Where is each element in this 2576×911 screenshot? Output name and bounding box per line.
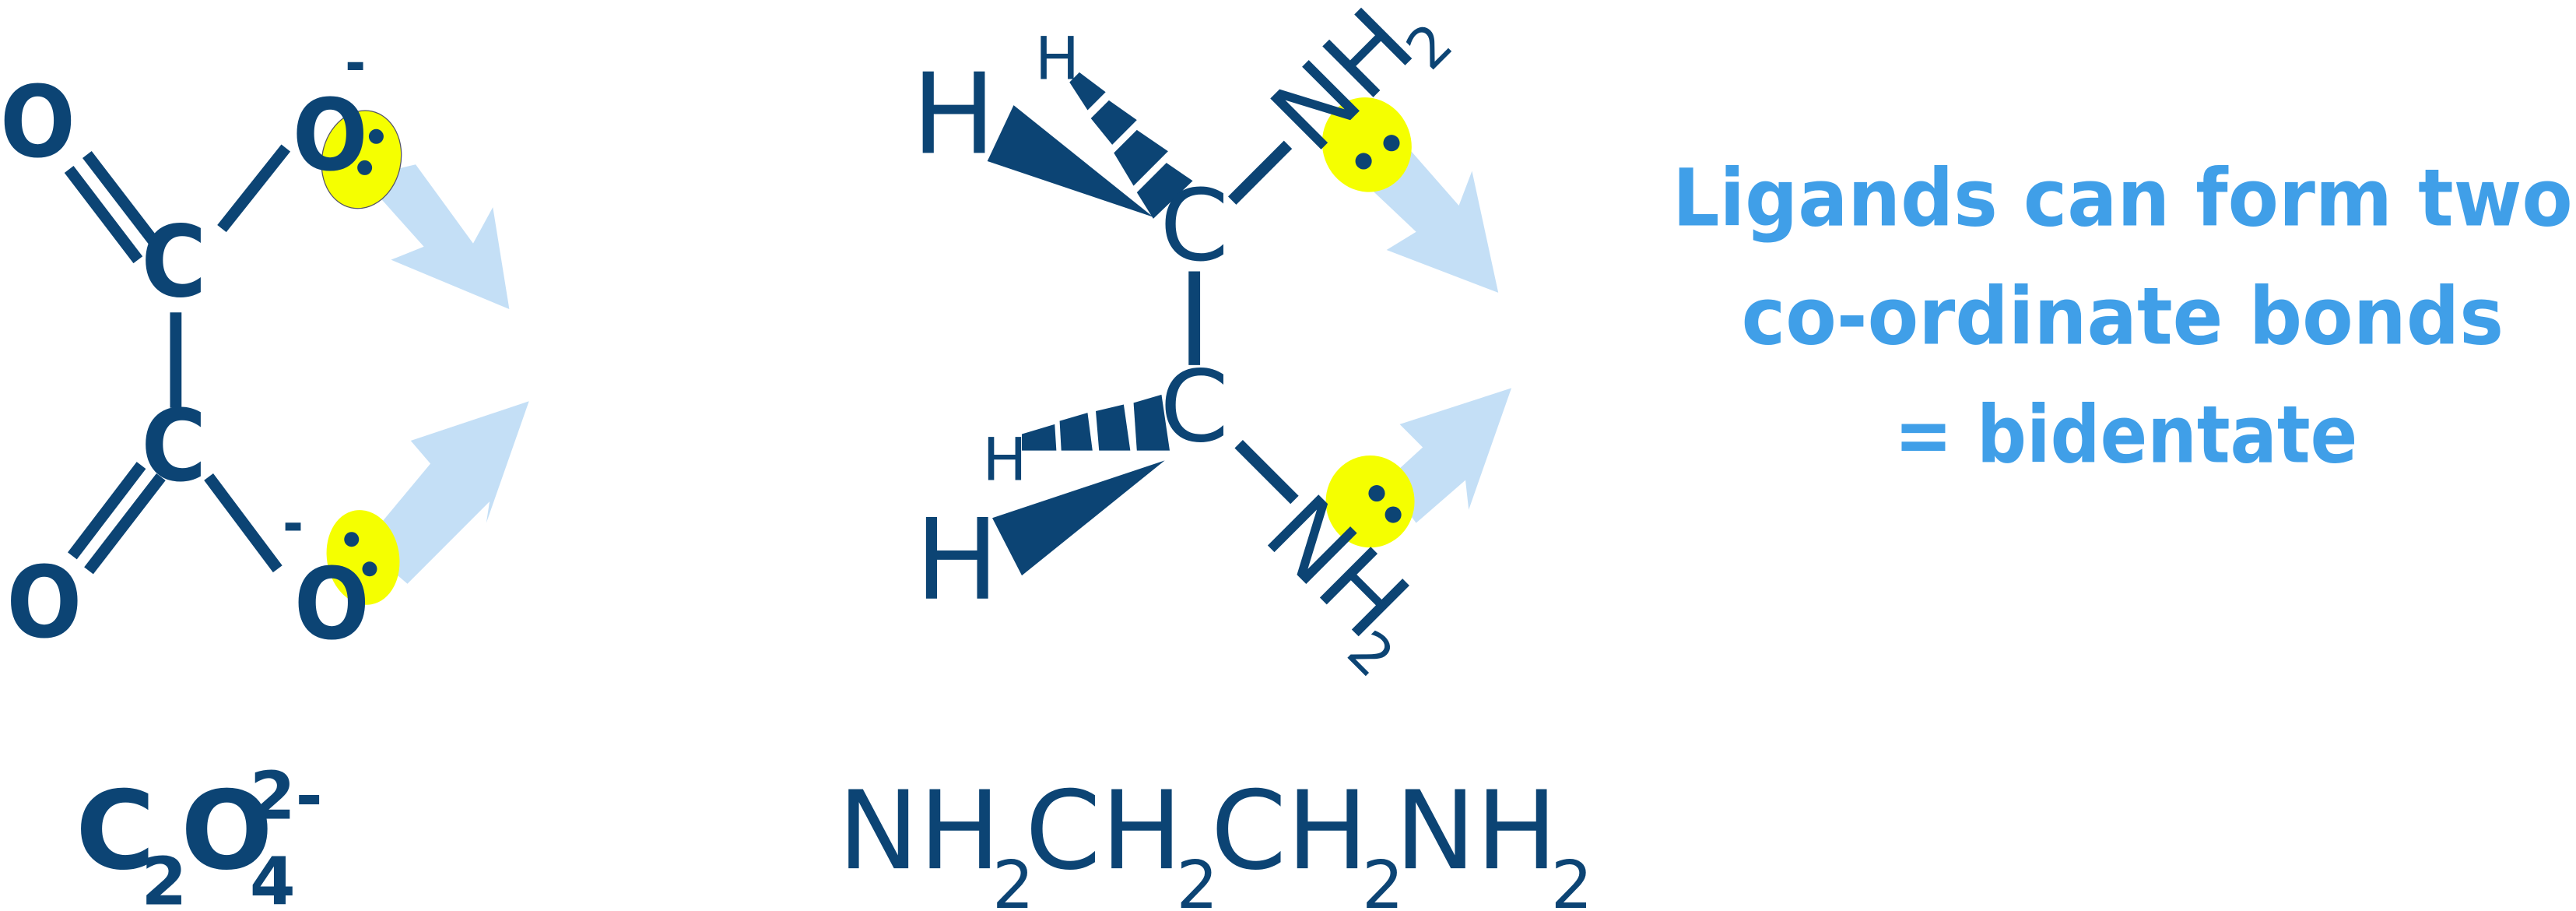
svg-text:2-: 2- bbox=[250, 758, 323, 835]
coordinate-bond-arrow-icon bbox=[1383, 388, 1512, 523]
electron-dot-icon bbox=[344, 532, 360, 547]
carbon-atom: C bbox=[142, 204, 207, 319]
oxalate-formula: C 2 O 4 2- bbox=[75, 758, 323, 911]
coordinate-bond-arrow-icon bbox=[364, 401, 529, 584]
svg-text:O: O bbox=[181, 768, 272, 894]
hydrogen-atom: H bbox=[982, 425, 1027, 494]
carbon-atom: C bbox=[1160, 349, 1228, 464]
oxygen-atom: O bbox=[293, 78, 368, 193]
lone-pair-highlight-icon bbox=[326, 510, 400, 605]
negative-charge: - bbox=[283, 491, 304, 556]
electron-dot-icon bbox=[362, 561, 377, 577]
oxygen-atom: O bbox=[0, 65, 75, 180]
coordinate-bond-arrow-icon bbox=[367, 164, 510, 310]
electron-dot-icon bbox=[1368, 485, 1385, 502]
ethylenediamine-structure: H H C C H H NH 2 NH 2 bbox=[912, 0, 1512, 689]
electron-dot-icon bbox=[1355, 153, 1372, 170]
caption-line-3: = bidentate bbox=[1894, 389, 2357, 480]
ethylenediamine-formula: NH 2 CH 2 CH 2 NH 2 bbox=[838, 768, 1593, 911]
electron-dot-icon bbox=[1385, 506, 1402, 523]
oxygen-atom: O bbox=[294, 546, 370, 661]
electron-dot-icon bbox=[357, 160, 373, 175]
hydrogen-atom: H bbox=[1035, 23, 1079, 93]
wedge-bond-icon bbox=[992, 460, 1165, 576]
negative-charge: - bbox=[345, 30, 366, 96]
svg-text:2: 2 bbox=[1176, 847, 1218, 911]
hydrogen-atom: H bbox=[912, 49, 996, 179]
svg-text:NH: NH bbox=[1395, 768, 1557, 894]
svg-text:CH: CH bbox=[1025, 768, 1182, 894]
hydrogen-atom: H bbox=[915, 495, 999, 625]
caption: Ligands can form two co-ordinate bonds =… bbox=[1672, 152, 2573, 480]
caption-line-2: co-ordinate bonds bbox=[1742, 270, 2504, 362]
svg-text:2: 2 bbox=[1551, 847, 1593, 911]
carbon-atom: C bbox=[142, 389, 207, 504]
lone-pair-highlight-icon bbox=[1325, 456, 1415, 548]
caption-line-1: Ligands can form two bbox=[1672, 152, 2573, 244]
wedge-bond-icon bbox=[987, 105, 1153, 217]
electron-dot-icon bbox=[1383, 135, 1400, 152]
svg-text:NH: NH bbox=[838, 768, 1001, 894]
svg-text:2: 2 bbox=[992, 847, 1034, 911]
hashed-bond-icon bbox=[1022, 394, 1170, 451]
hashed-bond-icon bbox=[1069, 72, 1193, 219]
electron-dot-icon bbox=[368, 128, 384, 144]
lone-pair-highlight-icon bbox=[1321, 97, 1412, 192]
oxygen-atom: O bbox=[6, 544, 82, 660]
svg-text:2: 2 bbox=[142, 844, 188, 911]
svg-text:CH: CH bbox=[1211, 768, 1368, 894]
svg-text:4: 4 bbox=[250, 844, 296, 911]
carbon-atom: C bbox=[1160, 168, 1228, 283]
svg-text:2: 2 bbox=[1362, 847, 1404, 911]
svg-text:C: C bbox=[75, 768, 155, 894]
oxalate-structure: O O - C C O O - bbox=[0, 30, 529, 661]
